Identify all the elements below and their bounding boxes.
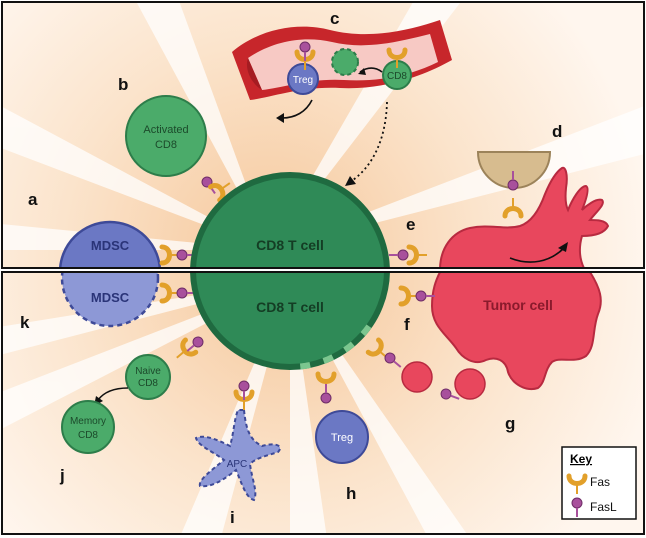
naive-cd8-cell: [125, 354, 171, 400]
panel-label-f: f: [404, 315, 410, 334]
mdsc-top-label: MDSC: [91, 238, 130, 253]
apoptotic-body-2: [454, 368, 486, 400]
mdsc-top-cell: [58, 220, 162, 268]
cd8-main-bottom: [190, 272, 390, 370]
treg-bottom-label: Treg: [331, 432, 353, 444]
bottom-panel: MDSC CD8 T cell Naive CD8 Memory CD8 APC…: [2, 272, 644, 534]
panel-label-g: g: [505, 414, 515, 433]
panel-label-j: j: [59, 466, 65, 485]
apc-label: APC: [227, 459, 248, 470]
panel-label-c: c: [330, 9, 339, 28]
key-item-fas: Fas: [590, 475, 610, 489]
apc-cell: [194, 409, 281, 502]
panel-label-i: i: [230, 508, 235, 527]
treg-bottom-cell: [315, 410, 369, 464]
cd8-vessel-label: CD8: [387, 71, 407, 82]
differentiation-arrow: [97, 387, 129, 401]
apoptotic-body-1: [401, 361, 433, 393]
treg-vessel-label: Treg: [293, 75, 313, 86]
tumor-arrow: [509, 247, 565, 263]
memory-cd8-label-2: CD8: [78, 430, 98, 441]
activated-cd8-label-2: CD8: [155, 139, 177, 151]
panel-label-h: h: [346, 484, 356, 503]
naive-cd8-label-1: Naive: [135, 366, 161, 377]
key-item-fasl: FasL: [590, 500, 617, 514]
key-title: Key: [570, 452, 592, 466]
cd8-main-bottom-label: CD8 T cell: [256, 299, 324, 315]
activated-cd8-label-1: Activated: [143, 124, 188, 136]
treg-vessel-cell: [287, 63, 319, 95]
exit-arrow: [281, 99, 313, 119]
cd8-main-top: [190, 172, 390, 268]
memory-cd8-cell: [61, 400, 115, 454]
migration-arrow: [349, 101, 388, 183]
tumor-label: Tumor cell: [483, 297, 553, 313]
panel-label-d: d: [552, 122, 562, 141]
memory-cd8-label-1: Memory: [70, 416, 106, 427]
activated-cd8-cell: [125, 95, 207, 177]
panel-label-e: e: [406, 215, 415, 234]
panel-label-a: a: [28, 190, 38, 209]
panel-label-b: b: [118, 75, 128, 94]
naive-cd8-label-2: CD8: [138, 378, 158, 389]
tumor-bottom-cell: [430, 272, 602, 390]
apoptotic-cell: [331, 48, 359, 76]
legend-key: Key Fas FasL: [561, 446, 637, 520]
cd8-main-top-label: CD8 T cell: [256, 237, 324, 253]
top-panel: Treg CD8 Activated CD8 MDSC CD8 T cell: [2, 2, 644, 268]
tumor-top-cell: [439, 166, 610, 268]
panel-label-k: k: [20, 313, 30, 332]
mdsc-bottom-cell: [60, 272, 160, 328]
mdsc-bottom-label: MDSC: [91, 290, 130, 305]
